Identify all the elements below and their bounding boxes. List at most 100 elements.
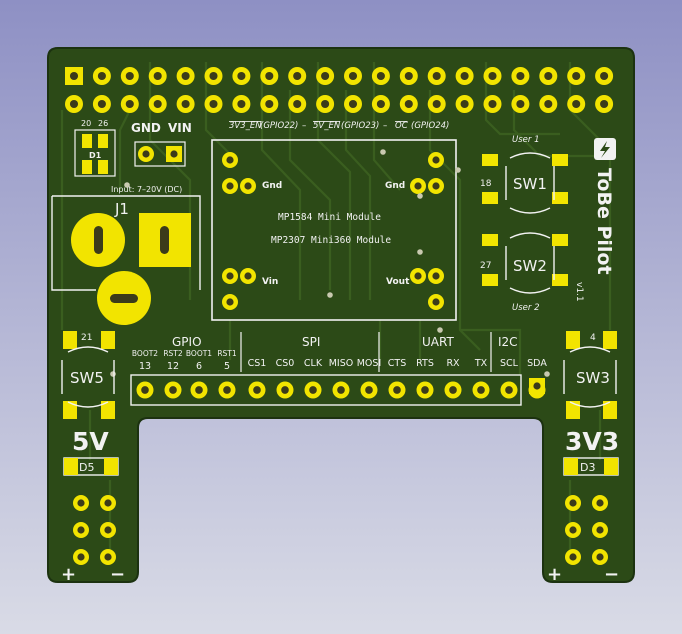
switch-ref-sw3: SW3: [576, 369, 610, 387]
breakout-pin: [444, 381, 462, 399]
breakout-pin-label: BOOT2: [132, 349, 158, 358]
switch-pad: [63, 401, 77, 419]
module-pad: [410, 268, 426, 284]
switch-ref-sw1: SW1: [513, 175, 547, 193]
via: [544, 371, 550, 377]
board-title: ToBe Pilot: [593, 168, 615, 275]
jumper-pad: [98, 134, 108, 148]
jumper-pad: [98, 160, 108, 174]
via: [417, 249, 423, 255]
breakout-pin-label: CTS: [388, 358, 406, 369]
plus-label-left: +: [61, 564, 76, 585]
switch-pad: [482, 154, 498, 166]
header-pin: [455, 67, 474, 85]
copper-trace: [460, 328, 522, 375]
switch-ref-sw2: SW2: [513, 257, 547, 275]
jumper-label-20: 20: [81, 119, 91, 128]
header-pin: [567, 67, 586, 85]
header-note-dash: –: [302, 121, 306, 131]
header-pin: [65, 67, 83, 85]
header-pin: [427, 95, 446, 113]
gnd-label: GND: [131, 121, 161, 135]
plus-label-right: +: [547, 564, 562, 585]
header-pin: [511, 67, 530, 85]
breakout-pin: [500, 381, 518, 399]
module-vout: Vout: [386, 277, 410, 287]
output-pad: [592, 495, 608, 511]
header-note-oc: OC: [395, 121, 408, 131]
switch-sw1: [505, 152, 555, 214]
header-pin: [371, 67, 390, 85]
misc-pads: [63, 129, 617, 565]
header-pin: [483, 67, 502, 85]
switch-pad: [63, 331, 77, 349]
output-pad: [565, 549, 581, 565]
module-vin: Vin: [262, 277, 278, 287]
header-note-gpio22: (GPIO22): [260, 121, 298, 131]
header-pin: [344, 67, 362, 85]
output-pad: [592, 549, 608, 565]
group-label-uart: UART: [422, 335, 454, 349]
switch-pad: [482, 234, 498, 246]
module-pad: [428, 294, 444, 310]
header-note-dash: –: [383, 121, 387, 131]
breakout-pin: [190, 381, 208, 399]
connector-ref-j1: J1: [114, 200, 129, 218]
header-pin: [232, 95, 251, 113]
output-voltage-3v3: 3V3: [565, 427, 619, 456]
led-ref-d3: D3: [580, 461, 595, 474]
header-pin: [260, 67, 279, 85]
via: [380, 149, 386, 155]
via: [124, 182, 130, 188]
header-pin: [483, 95, 502, 113]
via: [327, 292, 333, 298]
dc-jack-slot: [94, 226, 103, 254]
breakout-pin-number: 6: [196, 361, 202, 372]
copper-trace: [428, 90, 481, 351]
header-pin: [595, 67, 614, 85]
header-pin: [344, 95, 362, 113]
breakout-pin: [360, 381, 378, 399]
switch-pad: [552, 234, 568, 246]
header-pin: [176, 95, 195, 113]
module-pad: [428, 152, 444, 168]
module-line-2: MP2307 Mini360 Module: [271, 235, 391, 246]
header-note-gpio24: (GPIO24): [411, 121, 449, 131]
breakout-pin-number: 5: [224, 361, 230, 372]
header-note-3v3-en: 3V3_EN: [229, 121, 262, 131]
via: [455, 167, 461, 173]
jumper-ref-d1: D1: [89, 151, 102, 160]
header-pin: [427, 67, 446, 85]
minus-label-left: −: [110, 564, 125, 585]
header-pin: [567, 95, 586, 113]
header-pin: [539, 95, 558, 113]
header-pin: [539, 67, 558, 85]
via: [437, 327, 443, 333]
header-pin: [120, 95, 139, 113]
dc-jack-outline: [51, 195, 201, 291]
output-voltage-5v: 5V: [72, 427, 109, 456]
module-pad: [428, 178, 444, 194]
module-pad: [428, 268, 444, 284]
output-pad: [73, 495, 89, 511]
group-label-i2c: I2C: [498, 335, 518, 349]
module-line-1: MP1584 Mini Module: [278, 212, 381, 223]
dc-jack: [71, 213, 191, 325]
breakout-pin-label: CS0: [276, 358, 295, 369]
switch-ref-sw5: SW5: [70, 369, 104, 387]
power-pad-outline: [134, 141, 186, 167]
breakout-pin-label: TX: [474, 358, 488, 369]
copper-trace: [288, 90, 332, 290]
breakout-pin-label: RST1: [217, 349, 237, 358]
copper-trace: [118, 109, 131, 190]
switch-pad: [101, 331, 115, 349]
gnd-pad: [138, 146, 154, 162]
output-pad: [565, 495, 581, 511]
switch-pad: [482, 192, 498, 204]
lightning-bolt-icon: [594, 138, 616, 160]
header-pin: [455, 95, 474, 113]
breakout-pin-label: CS1: [248, 358, 267, 369]
switch-sw2: [505, 232, 555, 294]
switch-caption-user1: User 1: [512, 135, 539, 145]
